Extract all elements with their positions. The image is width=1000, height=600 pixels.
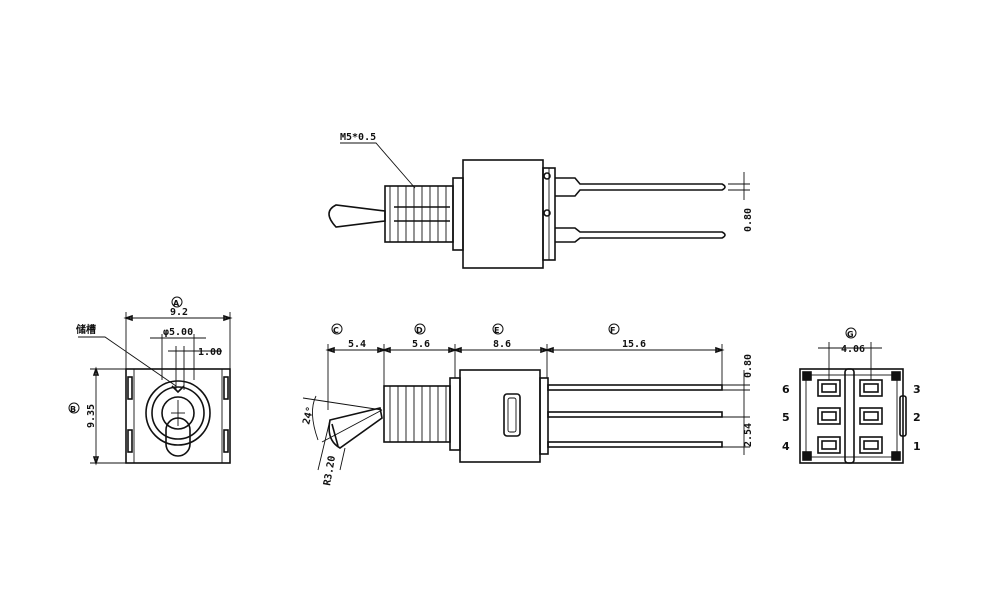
- side-thread: [389, 186, 450, 242]
- front-body: [125, 368, 231, 464]
- front-nut-outer: [145, 380, 211, 446]
- end-center-rib: [844, 368, 855, 464]
- side-pin-lower: [555, 227, 726, 243]
- front-view: 9.2 A φ5.00 1.00 储槽 9.35 B: [68, 296, 233, 466]
- main-view: 24° R3.20 5.4 5.6 8.6 15.6 C D E: [301, 323, 754, 487]
- thread-label: M5*0.5: [340, 132, 376, 143]
- pin-number-2: 2: [913, 411, 921, 424]
- label-d: D: [416, 326, 423, 335]
- dim-e: 8.6: [493, 339, 511, 350]
- main-pin-3: [547, 441, 723, 448]
- main-bushing: [383, 385, 451, 443]
- side-bushing: [384, 185, 454, 243]
- front-note: 储槽: [75, 323, 96, 336]
- main-angle: 24°: [301, 405, 316, 425]
- side-view: M5*0.5 0.80: [328, 132, 754, 269]
- end-pin-pads: [817, 379, 883, 454]
- label-f: F: [610, 326, 615, 335]
- side-lever: [328, 204, 386, 228]
- main-flange: [449, 377, 461, 451]
- dim-f: 15.6: [622, 339, 646, 350]
- side-pin-upper: [555, 177, 726, 197]
- label-b-circle: [68, 402, 80, 414]
- main-radius: R3.20: [322, 455, 338, 487]
- label-c: C: [333, 326, 339, 335]
- pin-number-1: 1: [913, 440, 921, 453]
- note-leader: [78, 336, 177, 387]
- front-bushing: [161, 396, 195, 430]
- main-pitch: 2.54: [743, 423, 754, 447]
- label-b: B: [70, 405, 76, 414]
- main-window: [503, 393, 521, 437]
- pin-number-4: 4: [782, 440, 790, 453]
- end-spacing-dim: 4.06: [841, 344, 865, 355]
- end-body: [799, 368, 904, 464]
- label-a: A: [173, 299, 180, 308]
- dim-c: 5.4: [348, 339, 366, 350]
- label-g: G: [847, 330, 854, 339]
- side-body: [462, 159, 544, 269]
- pin-number-6: 6: [782, 383, 790, 396]
- end-view: 4.06 G 6 5 4 3 2 1: [782, 327, 921, 464]
- front-dia-dim: φ5.00: [163, 327, 193, 338]
- dim-d: 5.6: [412, 339, 430, 350]
- front-height-dim: 9.35: [86, 404, 97, 428]
- thread-leader: [340, 142, 416, 189]
- side-pin-dim: 0.80: [743, 208, 754, 232]
- main-pin-width: 0.80: [743, 354, 754, 378]
- main-pin-1: [547, 384, 723, 391]
- main-body: [459, 369, 541, 463]
- pin-number-3: 3: [913, 383, 921, 396]
- label-e: E: [494, 326, 499, 335]
- main-pin-2: [547, 411, 723, 418]
- side-flange: [452, 177, 464, 251]
- pin-number-5: 5: [782, 411, 790, 424]
- main-lever: [328, 407, 383, 449]
- front-width-dim: 9.2: [170, 307, 188, 318]
- front-offset-dim: 1.00: [198, 347, 222, 358]
- label-a-circle: [171, 296, 183, 308]
